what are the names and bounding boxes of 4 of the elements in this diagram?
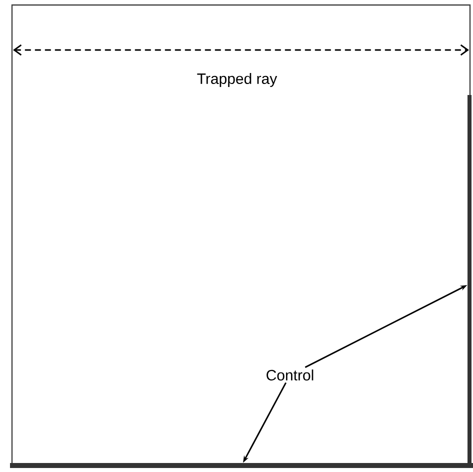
ray-label: Trapped ray — [197, 73, 278, 87]
text-label: Control — [266, 370, 314, 380]
wall — [10, 463, 473, 468]
wall — [468, 95, 472, 466]
